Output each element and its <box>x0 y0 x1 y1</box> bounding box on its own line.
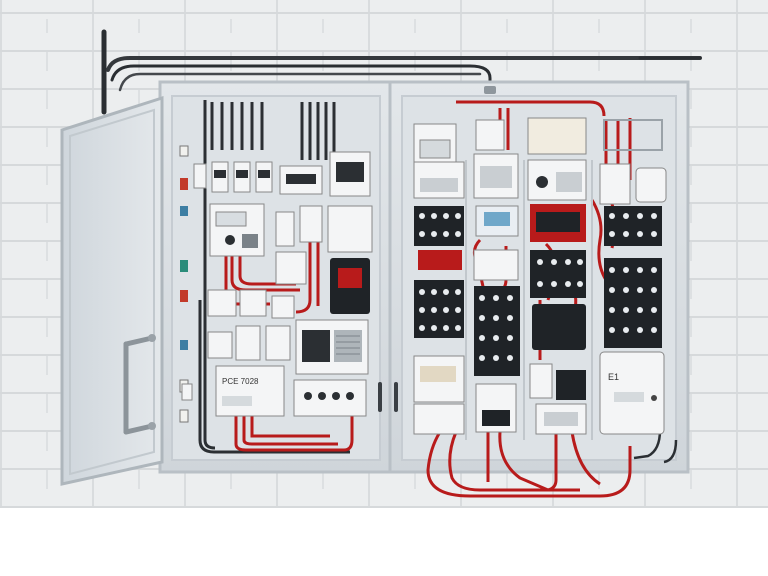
open-cabinet-door <box>60 95 164 486</box>
left-breakers-top <box>193 151 371 197</box>
conduit-pipes <box>101 29 702 115</box>
left-modules-middle <box>207 203 373 375</box>
left-modules-bottom: PCE 7028 <box>181 365 367 417</box>
top-cable-gland <box>484 86 496 94</box>
white-floor-strip <box>0 508 768 576</box>
right-bottom-modules: E1 <box>413 351 665 435</box>
left-unit-label: PCE 7028 <box>222 377 259 386</box>
door-handle <box>123 335 155 435</box>
left-dark-wiring <box>198 100 350 454</box>
right-unit-label: E1 <box>608 372 619 382</box>
right-top-modules <box>413 117 667 205</box>
right-rails <box>465 160 593 440</box>
breaker-switch-dots <box>419 213 657 361</box>
cabinet-hinges <box>378 382 398 412</box>
